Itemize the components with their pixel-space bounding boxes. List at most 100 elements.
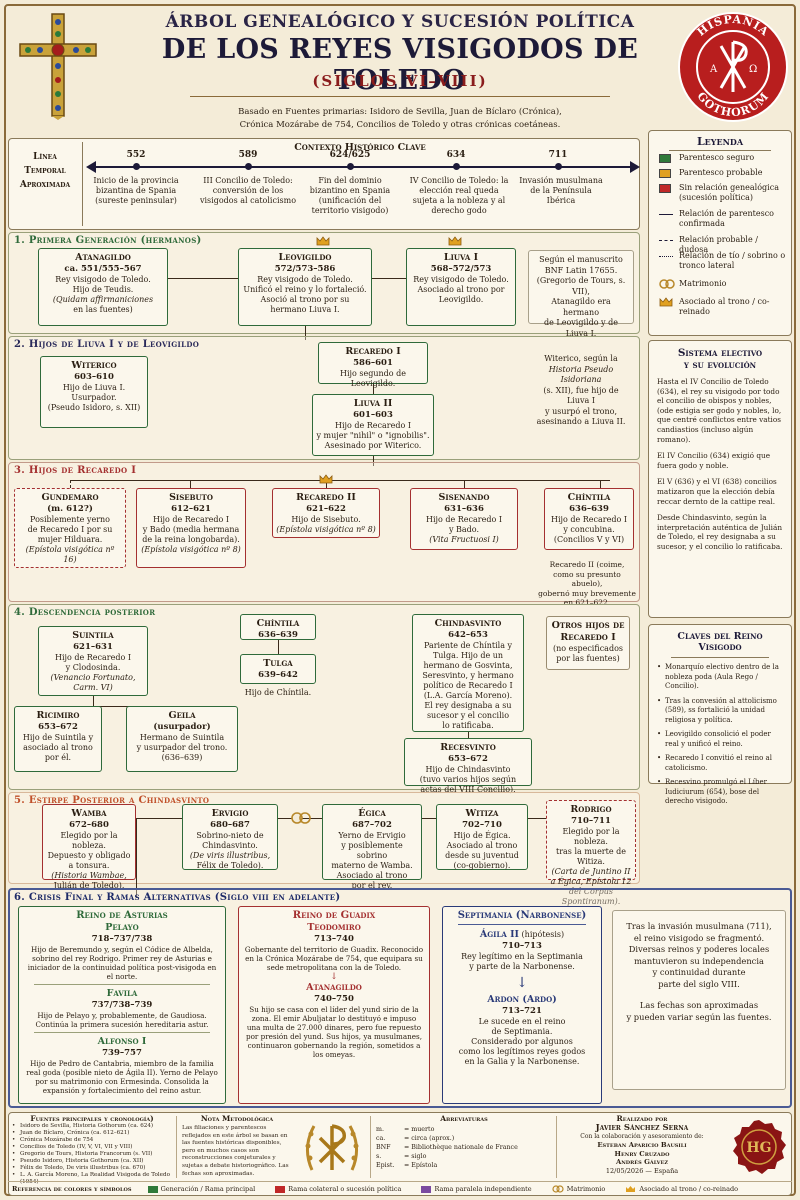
elective-title-1: Sistema electivo [677,347,763,359]
timeline-title: Contexto Histórico Clave [294,142,426,153]
footer-sources-title: Fuentes principales y cronología) [30,1114,154,1123]
crown-icon [659,297,673,307]
legend-swatch-green [659,154,671,163]
king-tulga: Tulga 639–642 [240,654,316,684]
footer-color-legend: Referencia de colores y símbolos Generac… [12,1185,739,1193]
section-3-heading: 3. Hijos de Recaredo I [14,465,137,476]
footer-abbr-3: s.= siglo [376,1153,427,1160]
note-section-6: Tras la invasión musulmana (711),el rein… [612,910,786,1090]
legend-item-6: Matrimonio [659,279,787,291]
guadix-title: Reino de Guadix [292,910,376,921]
elective-system-panel: Sistema electivo y su evolución Hasta el… [648,340,792,618]
link-suintila-down [93,696,94,706]
footer-abbr-1: ca.= circa (aprox.) [376,1135,455,1142]
link-to-gundemaro [70,480,71,488]
king-atanagildo: Atanagildo ca. 551/555–567 Rey visigodo … [38,248,168,326]
title-line-3: (SIGLOS VI–VIII) [312,72,488,90]
footer-abbr-4: Epist.= Epístola [376,1162,438,1169]
footer-source-0: Isidoro de Sevilla, Historia Gothorum (c… [12,1123,172,1130]
footer-collaborator-3: Andrés Gálvez [615,1158,669,1166]
king-egica: Égica 687–702 Yerno de Ervigio y posible… [322,804,422,890]
timeline-event-1: III Concilio de Toledo: conversión de lo… [199,176,297,205]
title-line-1: ÁRBOL GENEALÓGICO Y SUCESIÓN POLÍTICA [165,12,635,32]
sources-line-2: Crónica Mozárabe de 754, Concilios de To… [239,120,561,130]
king-rodrigo: Rodrigo 710–711 Elegido por la nobleza. … [546,800,636,906]
king-ervigio: Ervigio 680–687 Sobrino-nieto de Chindas… [182,804,278,870]
footer-swatch-purple [421,1185,432,1193]
footer-abbr-0: m.= muerto [376,1126,435,1133]
elective-paragraph-1: Hasta el IV Concilio de Toledo (634), el… [657,377,782,444]
footer-method-text: Las filiaciones y parentescos reflejados… [182,1125,289,1177]
crown-icon-recaredo2 [319,474,333,484]
legend-item-5: Relación de tío / sobrino o tronco later… [659,251,787,273]
keys-item-1: Tras la convesión al attolicismo (589), … [657,697,783,726]
note-section-3: Recaredo II (coime,como su presunto abue… [538,560,636,607]
link-recaredo-liuva2 [373,384,374,394]
timeline-dot-0 [133,163,140,170]
king-chintila-section-4: Chíntila 636–639 [240,614,316,640]
keys-item-3: Recaredo I convitió el reino al catolici… [657,754,783,773]
king-geila: Geila (usurpador) Hermano de Suintila y … [126,706,238,772]
link-section-3-bar [70,480,610,481]
timeline-event-3: IV Concilio de Toledo: la elección real … [409,176,509,215]
elective-paragraph-3: El V (636) y el VI (638) concilios matiz… [657,477,777,506]
kingdom-guadix-panel: Reino de Guadix Teodomiro 713–740 Gobern… [238,906,430,1104]
legend-item-4: Relación probable / dudosa [659,235,787,254]
king-ardon: Ardon (Ardo) [487,994,557,1005]
king-witerico: Witerico 603–610 Hijo de Liuva I. Usurpa… [40,356,148,428]
timeline-dot-1 [245,163,252,170]
footer-collaborator-2: Henry Cruzado [614,1149,670,1158]
section-4-heading: 4. Descendencia posterior [14,607,156,618]
keys-title: Claves del Reino Visigodo [677,631,763,653]
king-gundemaro: Gundemaro (m. 612?) Posiblemente yerno d… [14,488,126,568]
septimania-title: Septimania (Narbonense) [457,910,587,921]
timeline-dot-4 [555,163,562,170]
legend-panel: Leyenda Parentesco seguro Parentesco pro… [648,130,792,336]
elective-paragraph-2: El IV Concilio (634) exigió que fuera go… [657,451,771,470]
king-recaredo-i: Recaredo I 586–601 Hijo segundo de Leovi… [318,342,428,388]
timeline-divider [82,142,83,226]
footer-swatch-red [275,1185,286,1193]
legend-swatch-red [659,184,671,193]
timeline-axis [92,166,632,168]
king-chintila: Chíntila 636–639 Hijo de Recaredo I y co… [544,488,634,550]
king-sisenando: Sisenando 631–636 Hijo de Recaredo I y B… [410,488,518,550]
footer-source-5: Pseudo Isidoro, Historia Gothorum (ca. X… [12,1158,172,1165]
footer-crown-icon [626,1186,636,1192]
footer-abbr-title: Abreviaturas [440,1114,488,1123]
chi-rho-laurel-emblem [305,1124,359,1171]
seal-alpha: A [709,64,718,75]
timeline-dot-3 [453,163,460,170]
legend-item-1: Parentesco probable [659,168,787,180]
marriage-rings-icon [291,812,311,824]
king-ricimiro: Ricimiro 653–672 Hijo de Suintila y asoc… [14,706,102,772]
king-liuva-i: Liuva I 568–572/573 Rey visigodo de Tole… [406,248,516,326]
footer-source-3: Concilios de Toledo (IV, V, VI, VII y VI… [12,1144,172,1151]
footer-collaborator-1: Esteban Aparicio Bausili [597,1141,687,1149]
timeline-date-1: 589 [238,150,258,160]
link-leovigildo-liuva [372,278,406,279]
link-suintila-bar [58,706,184,707]
footer-sources: Fuentes principales y cronología) Isidor… [12,1114,172,1186]
king-teodomiro: Teodomiro [307,922,361,933]
wedding-rings-icon [659,279,675,289]
king-suintila: Suintila 621–631 Hijo de Recaredo I y Cl… [38,626,148,696]
link-to-sisebuto [190,480,191,488]
crown-icon-leovigildo [316,236,330,246]
timeline-arrow-right [630,161,640,173]
link-atanagildo-leovigildo [168,278,238,279]
keys-item-2: Leovigildo consolició el poder real y un… [657,730,783,749]
footer-author: Javier Sánchez Serna [595,1123,689,1133]
king-leovigildo: Leovigildo 572/573–586 Rey visigodo de T… [238,248,372,326]
arrow-down-icon: ↓ [330,972,338,982]
timeline-dot-2 [347,163,354,170]
legend-swatch-amber [659,169,671,178]
title-line-2: DE LOS REYES VISIGODOS DE TOLEDO [161,34,639,96]
legend-item-2: Sin relación genealógica (sucesión polít… [659,183,787,205]
footer-abbreviations: Abreviaturas m.= muerto ca.= circa (apro… [376,1114,552,1170]
king-favila: Favila [106,988,138,999]
tulga-note: Hijo de Chíntila. [244,688,312,697]
title-divider [190,96,610,97]
crown-icon-liuva [448,236,462,246]
